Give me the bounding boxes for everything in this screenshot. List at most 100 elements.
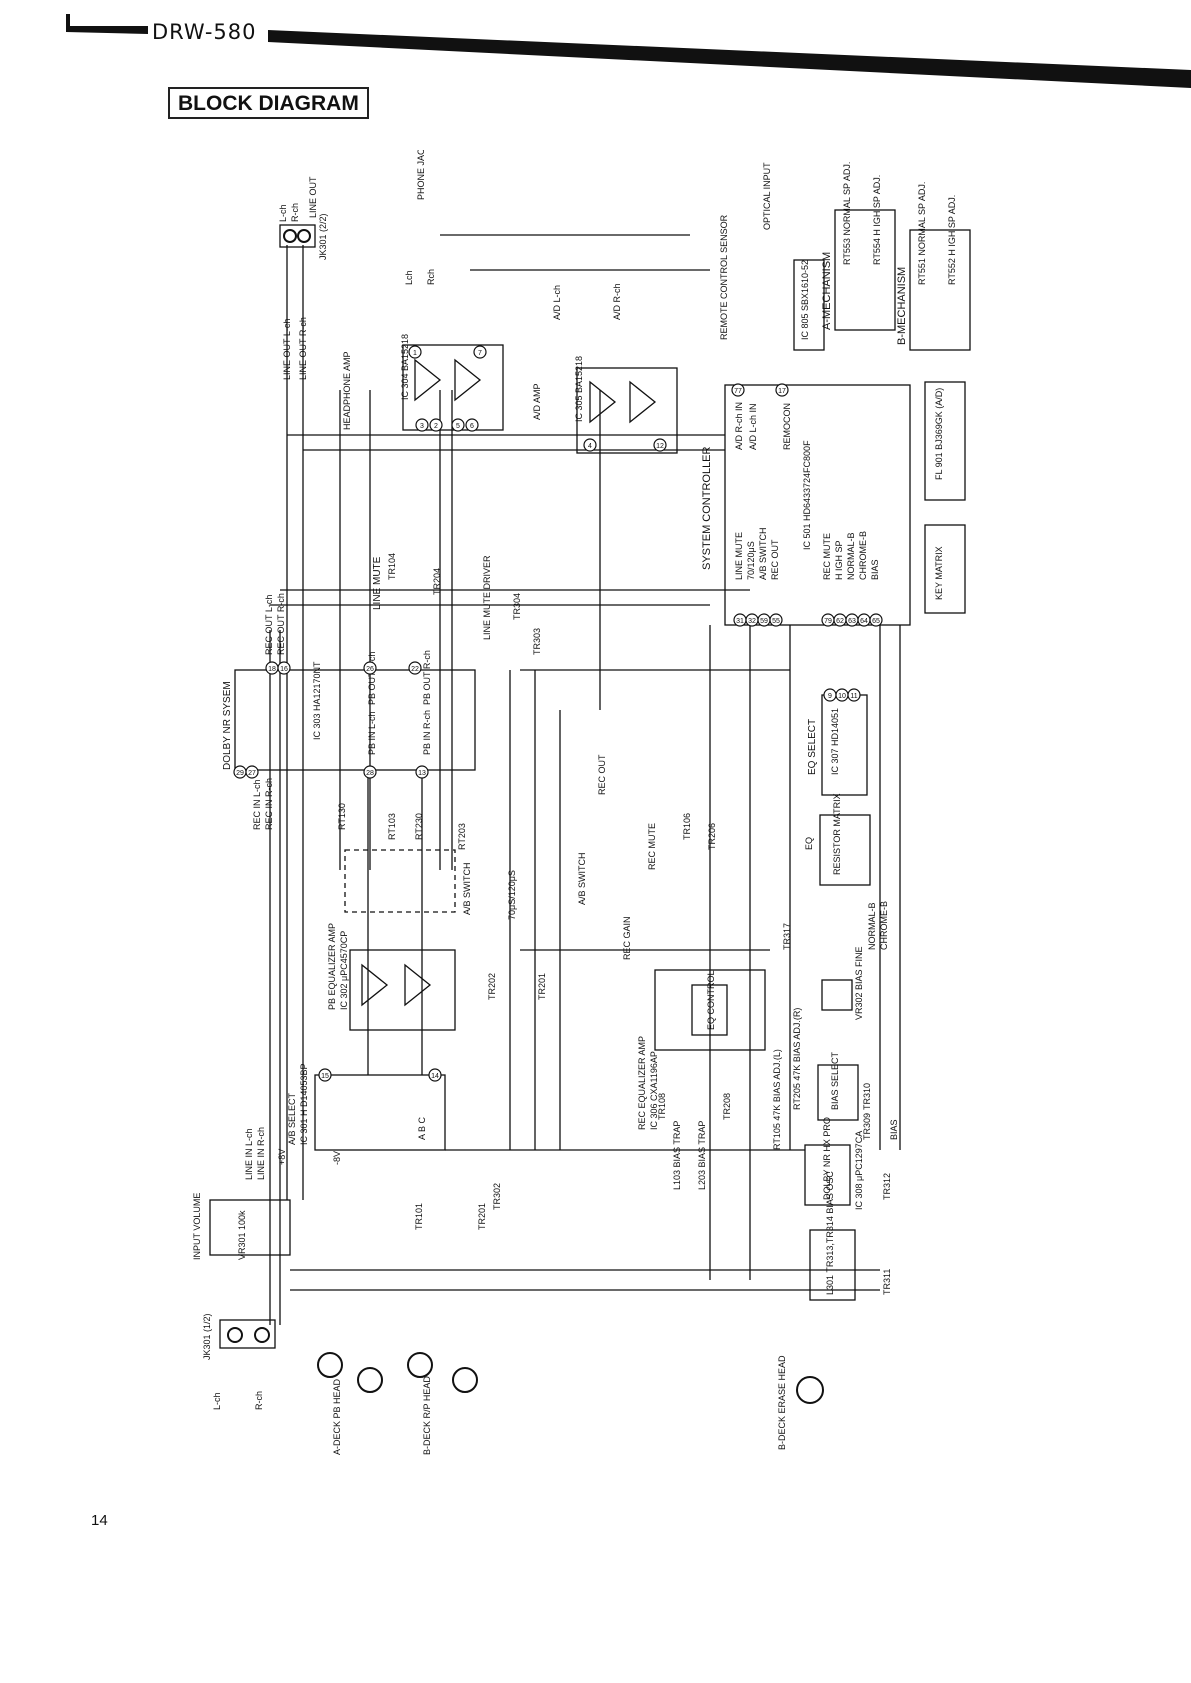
pin-circle	[653, 438, 667, 452]
label-rch-top: R-ch	[290, 203, 300, 222]
pin-marker-26: 26	[363, 661, 377, 675]
label-l203: L203 BIAS TRAP	[697, 1121, 707, 1190]
pin-marker-32: 32	[745, 613, 759, 627]
pin-marker-31: 31	[733, 613, 747, 627]
pin-number: 65	[872, 618, 880, 625]
pin-number: 27	[248, 770, 256, 777]
label-line-mute-pin: LINE MUTE	[734, 532, 744, 580]
label-normal-b-pin: NORMAL-B	[846, 532, 856, 580]
jk301-line-out-jack	[279, 224, 316, 248]
label-ad-amp: A/D AMP	[532, 383, 542, 420]
pin-marker-17: 17	[775, 383, 789, 397]
pin-number: 16	[280, 666, 288, 673]
label-plus8v-a: +8V	[277, 1149, 287, 1165]
label-tr101: TR101	[414, 1203, 424, 1230]
label-ab-switch-pin: A/B SWITCH	[758, 527, 768, 580]
pin-marker-59: 59	[757, 613, 771, 627]
headphone-opamp-l	[414, 358, 442, 402]
line-out-l-socket	[283, 229, 297, 243]
pin-marker-29: 29	[233, 765, 247, 779]
jk301-r-socket	[254, 1327, 270, 1343]
vr302-block	[821, 979, 853, 1011]
pin-marker-22: 22	[408, 661, 422, 675]
label-jk301-12: JK301 (1/2)	[202, 1313, 212, 1360]
pin-marker-55: 55	[769, 613, 783, 627]
pin-marker-3: 3	[415, 418, 429, 432]
label-rec-in-lch: REC IN L-ch	[252, 779, 262, 830]
pin-circle	[318, 1068, 332, 1082]
label-rec-out-rch: REC OUT R-ch	[276, 593, 286, 655]
pin-circle	[429, 418, 443, 432]
label-lch-bottom: L-ch	[212, 1392, 222, 1410]
pin-marker-13: 13	[415, 765, 429, 779]
pin-number: 63	[848, 618, 856, 625]
pin-number: 4	[588, 443, 592, 450]
label-line-mute-driver: LINE MUTE DRIVER	[482, 555, 492, 640]
page-title: BLOCK DIAGRAM	[168, 87, 369, 119]
label-ic302: IC 302 μPC4570CP	[339, 931, 349, 1010]
pin-number: 29	[236, 770, 244, 777]
ic805-block	[793, 259, 825, 351]
label-resistor-matrix: RESISTOR MATRIX	[832, 793, 842, 875]
label-ic308: IC 308 μPC1297CA	[854, 1131, 864, 1210]
label-dolby-nr: DOLBY NR SYSEM	[222, 681, 233, 770]
headphone-opamp-r	[454, 358, 482, 402]
block-diagram: LINE OUT L-ch R-ch JK301 (2/2) PHONE JAC…	[190, 142, 1020, 1520]
label-ic304: IC 304 BA15218	[400, 334, 410, 400]
label-rec-equalizer: REC EQUALIZER AMP	[637, 1036, 647, 1130]
pin-marker-2: 2	[429, 418, 443, 432]
pin-circle	[415, 418, 429, 432]
label-chrome-b: CHROME-B	[879, 901, 889, 950]
pin-marker-11: 11	[847, 688, 861, 702]
label-ad-lch: A/D L-ch	[552, 285, 562, 320]
pin-number: 15	[321, 1073, 329, 1080]
pin-marker-28: 28	[363, 765, 377, 779]
label-rt103: RT103	[387, 813, 397, 840]
page-number: 14	[91, 1512, 108, 1529]
pin-number: 18	[268, 666, 276, 673]
label-rch-short: Rch	[426, 269, 436, 285]
pin-number: 79	[824, 618, 832, 625]
eq-select-block	[821, 694, 868, 796]
label-line-in-lch: LINE IN L-ch	[244, 1128, 254, 1180]
label-rec-out: REC OUT	[597, 754, 607, 795]
pin-marker-64: 64	[857, 613, 871, 627]
bias-osc-block	[809, 1229, 856, 1301]
pin-circle	[583, 438, 597, 452]
label-bias: BIAS	[889, 1119, 899, 1140]
label-line-out-top: LINE OUT	[308, 176, 318, 218]
pin-number: 62	[836, 618, 844, 625]
label-pb-out-rch: PB OUT R-ch	[422, 650, 432, 705]
label-eq-control: EQ CONTROL	[706, 970, 716, 1030]
pin-marker-27: 27	[245, 765, 259, 779]
label-a-mechanism: A-MECHANISM	[821, 252, 833, 330]
pin-circle	[731, 383, 745, 397]
ad-amp-block	[576, 367, 678, 454]
diagram-labels: LINE OUT L-ch R-ch JK301 (2/2) PHONE JAC…	[192, 142, 957, 1455]
label-tr302: TR302	[492, 1183, 502, 1210]
label-jk301-22: JK301 (2/2)	[318, 213, 328, 260]
label-fl901: FL 901 BJ369GK (A/D)	[934, 388, 944, 480]
pin-marker-62: 62	[833, 613, 847, 627]
pin-circle	[415, 765, 429, 779]
label-rec-out-lch: REC OUT L-ch	[264, 595, 274, 655]
label-a-deck-pb-head: A-DECK PB HEAD	[332, 1378, 342, 1455]
label-tr304: TR304	[512, 593, 522, 620]
label-ic305: IC 305 BA15218	[574, 356, 584, 422]
label-pb-in-lch: PB IN L-ch	[367, 711, 377, 755]
label-line-out-lch: LINE OUT L-ch	[282, 319, 292, 380]
label-tr317: TR317	[782, 923, 792, 950]
label-rt551: RT551 NORMAL SP ADJ.	[917, 182, 927, 285]
b-deck-lch-head	[407, 1352, 433, 1378]
label-ab-switch: A/B SWITCH	[577, 852, 587, 905]
label-l103: L103 BIAS TRAP	[672, 1121, 682, 1190]
label-tr201b: TR201	[477, 1203, 487, 1230]
label-tr206: TR206	[707, 823, 717, 850]
label-eq-select: EQ SELECT	[807, 719, 818, 775]
pin-number: 32	[748, 618, 756, 625]
label-eq: EQ	[804, 837, 814, 850]
key-matrix-block	[924, 524, 966, 614]
label-remocon: REMOCON	[782, 403, 792, 450]
label-system-controller: SYSTEM CONTROLLER	[701, 446, 713, 570]
label-abc: A B C	[417, 1116, 427, 1140]
